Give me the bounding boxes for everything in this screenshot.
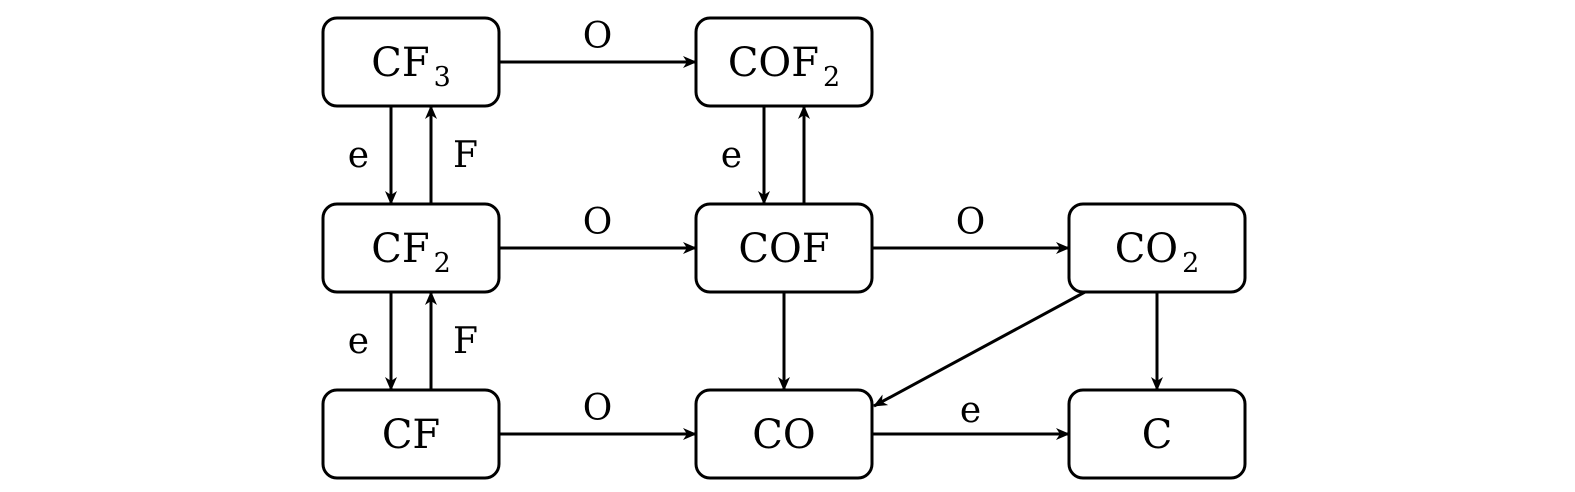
node-box — [694, 202, 874, 294]
edge-label: O — [583, 388, 613, 429]
edge-label: e — [721, 135, 742, 176]
edge-label: O — [583, 202, 613, 243]
edge-label: e — [348, 135, 369, 176]
node-box — [321, 388, 501, 480]
node-c: C — [1067, 388, 1247, 480]
node-co: CO — [694, 388, 874, 480]
node-box — [321, 202, 501, 294]
edge-co2-to-co — [873, 290, 1086, 408]
node-label: CF — [382, 412, 440, 458]
edge-label: e — [960, 390, 981, 431]
node-box — [1067, 202, 1247, 294]
node-box — [694, 16, 874, 108]
node-cf: CF — [321, 388, 501, 480]
node-label: C — [1142, 412, 1173, 458]
edge-label: O — [583, 16, 613, 57]
edge-label: F — [453, 321, 478, 362]
node-label: COF — [738, 226, 829, 272]
edge-label: O — [956, 202, 986, 243]
edge-label: F — [453, 135, 478, 176]
node-box — [321, 16, 501, 108]
node-box — [694, 388, 874, 480]
node-cof: COF — [694, 202, 874, 294]
node-box — [1067, 388, 1247, 480]
edge-label: e — [348, 321, 369, 362]
node-label: CO — [752, 412, 815, 458]
